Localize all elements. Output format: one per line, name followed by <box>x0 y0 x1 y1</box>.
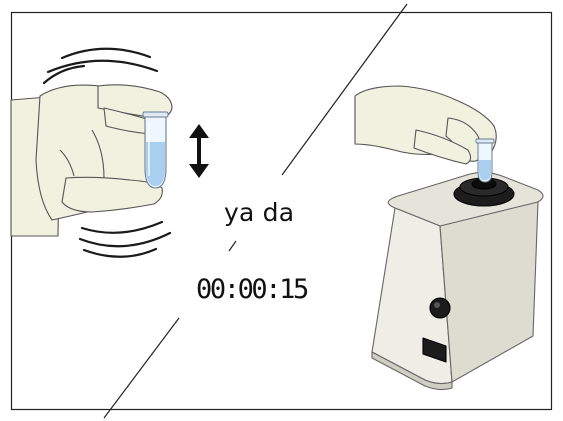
microtube-right <box>476 139 494 182</box>
double-headed-arrow-icon <box>189 124 209 178</box>
timer-readout: 00:00:15 <box>196 276 307 303</box>
microtube-left <box>143 112 168 188</box>
vortex-mixer-icon <box>372 172 543 389</box>
alternative-text: ya da <box>224 200 294 225</box>
right-gloved-hand <box>355 86 496 164</box>
